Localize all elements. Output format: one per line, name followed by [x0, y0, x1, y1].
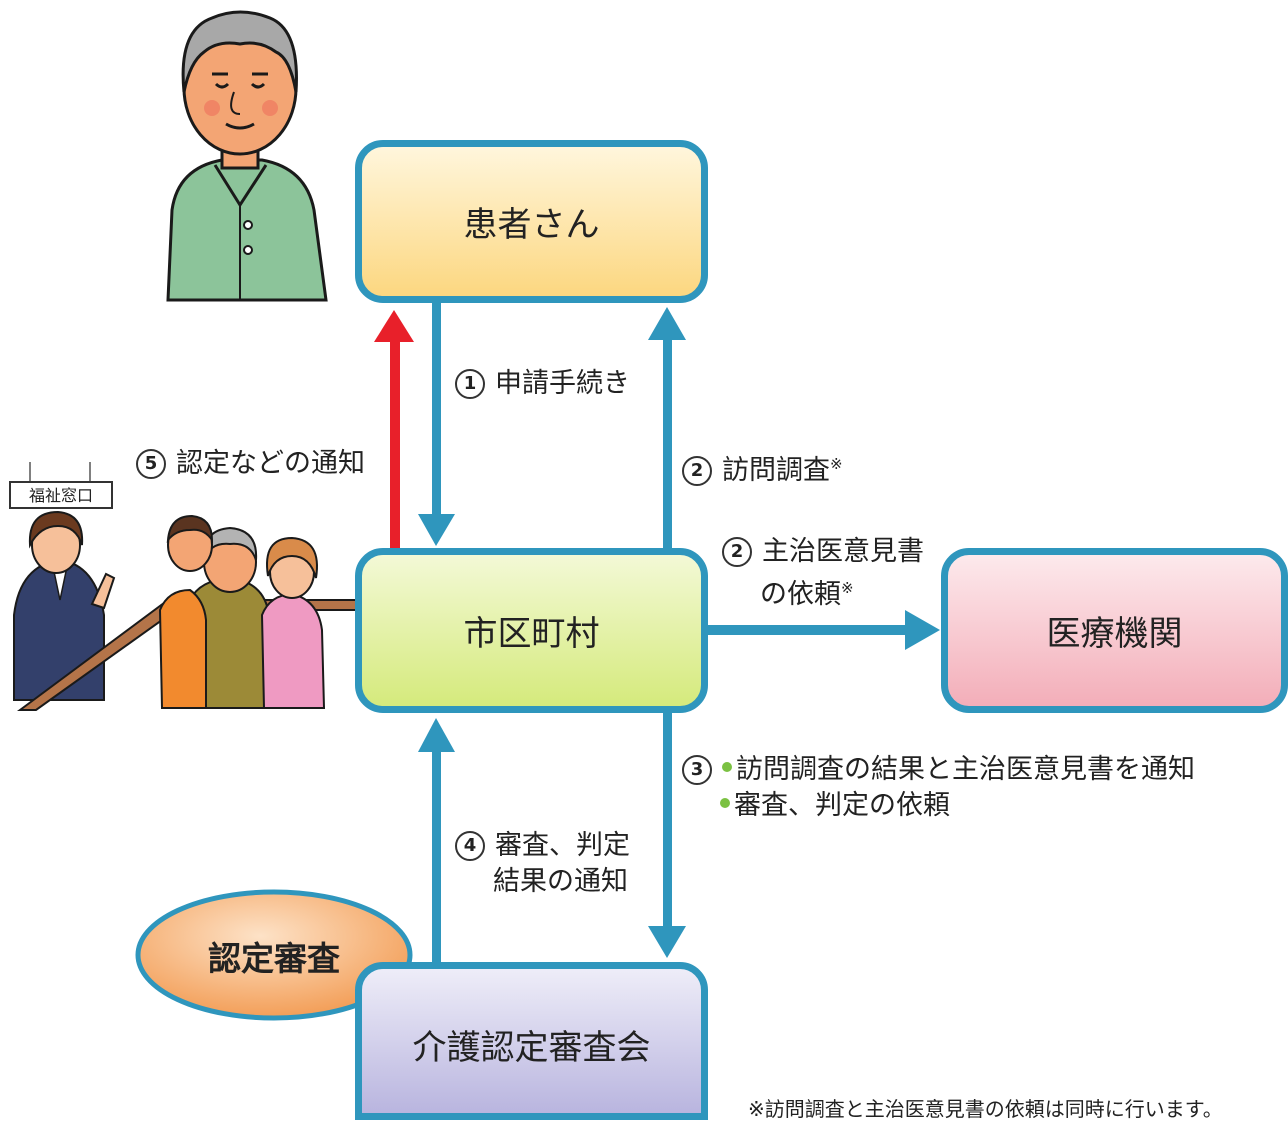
- window-sign-text: 福祉窓口: [29, 486, 93, 505]
- step-5-text: 認定などの通知: [176, 448, 365, 479]
- care-committee-box: 介護認定審査会: [355, 962, 708, 1120]
- step-2b-mark: ※: [841, 579, 854, 597]
- step-2b-label: 2 主治医意見書 の依頼※: [722, 534, 924, 613]
- arrow-5-up-red: [374, 310, 414, 550]
- municipality-label: 市区町村: [463, 614, 600, 654]
- step-1-text: 申請手続き: [495, 368, 630, 399]
- step-3-number: 3: [682, 755, 712, 785]
- patient-label: 患者さん: [463, 205, 600, 245]
- welfare-counter-illustration: 福祉窓口: [9, 462, 363, 711]
- step-2b-line1: 主治医意見書: [762, 536, 924, 567]
- step-5-label: 5 認定などの通知: [136, 446, 365, 482]
- arrow-2-right: [706, 610, 940, 650]
- step-3-item1: 訪問調査の結果と主治医意見書を通知: [736, 754, 1195, 785]
- step-4-label: 4 審査、判定 結果の通知: [455, 828, 630, 900]
- medical-institution-box: 医療機関: [941, 548, 1288, 713]
- bullet-dot: [722, 762, 732, 772]
- step-3-label: 3 訪問調査の結果と主治医意見書を通知 審査、判定の依頼: [682, 752, 1195, 824]
- bullet-dot: [720, 798, 730, 808]
- step-2b-line2: の依頼: [760, 579, 841, 610]
- step-3-item2: 審査、判定の依頼: [734, 790, 950, 821]
- step-4-line1: 審査、判定: [495, 830, 630, 861]
- step-1-label: 1 申請手続き: [455, 366, 630, 402]
- step-5-number: 5: [136, 449, 166, 479]
- step-2a-label: 2 訪問調査※: [682, 446, 843, 489]
- step-2a-text: 訪問調査: [722, 455, 830, 486]
- step-2a-mark: ※: [830, 455, 843, 473]
- elderly-man-illustration: [166, 10, 328, 302]
- footnote: ※訪問調査と主治医意見書の依頼は同時に行います。: [748, 1097, 1223, 1121]
- arrow-2-up: [648, 307, 686, 550]
- step-2b-number: 2: [722, 537, 752, 567]
- certification-ellipse: [135, 889, 413, 1021]
- step-4-line2: 結果の通知: [493, 866, 628, 897]
- arrow-1-down: [418, 300, 455, 546]
- step-1-number: 1: [455, 369, 485, 399]
- certification-label: 認定審査: [208, 939, 340, 978]
- patient-box: 患者さん: [355, 140, 708, 303]
- arrow-4-up: [418, 718, 455, 968]
- municipality-box: 市区町村: [355, 548, 708, 713]
- care-committee-label: 介護認定審査会: [412, 1027, 651, 1068]
- arrow-3-down: [648, 712, 686, 958]
- step-4-number: 4: [455, 831, 485, 861]
- step-2a-number: 2: [682, 456, 712, 486]
- medical-institution-label: 医療機関: [1046, 614, 1183, 654]
